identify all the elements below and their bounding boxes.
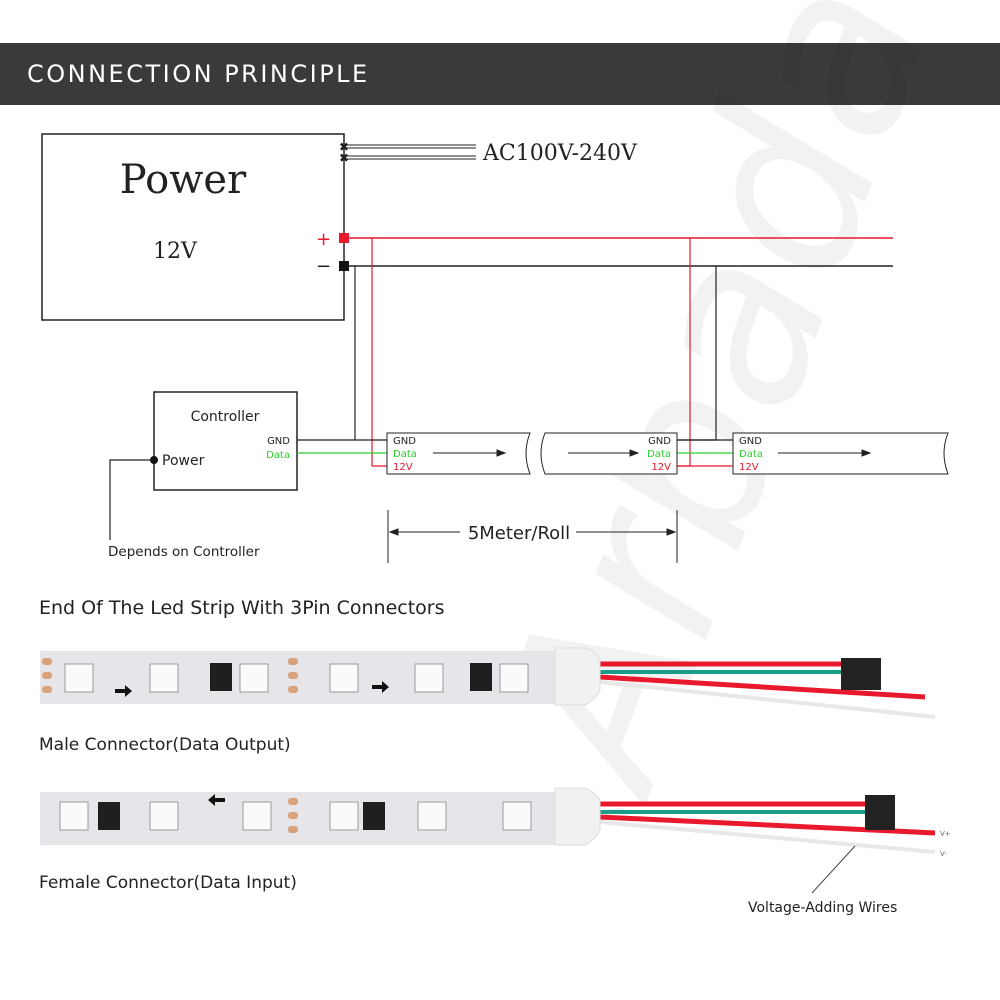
positive-terminal	[339, 233, 349, 243]
section-header: CONNECTION PRINCIPLE	[0, 43, 1000, 105]
strip1-data: Data	[393, 449, 417, 460]
direction-arrows	[433, 449, 872, 457]
ac-voltage-label: AC100V-240V	[482, 141, 638, 166]
voltage-adding-wires-label: Voltage-Adding Wires	[748, 900, 897, 916]
vminus-label: V-	[940, 850, 947, 858]
controller-title: Controller	[191, 409, 260, 425]
minus-sign: −	[316, 256, 331, 277]
strip3-12v: 12V	[739, 462, 759, 473]
power-title: Power	[120, 157, 247, 203]
negative-terminal	[339, 261, 349, 271]
strip2-gnd: GND	[648, 436, 671, 447]
strip1-12v: 12V	[393, 462, 413, 473]
strip1-gnd: GND	[393, 436, 416, 447]
controller-power-wire	[109, 459, 154, 540]
controller-data: Data	[266, 450, 290, 461]
controller-box	[153, 391, 298, 491]
plus-sign: +	[316, 229, 331, 250]
svg-text:✖: ✖	[339, 140, 349, 154]
male-connector-label: Male Connector(Data Output)	[39, 735, 291, 755]
strip2-12v: 12V	[651, 462, 671, 473]
strip2-data: Data	[647, 449, 671, 460]
header-title: CONNECTION PRINCIPLE	[27, 60, 370, 88]
ac-input-wires: ✖ ✖	[339, 140, 476, 165]
controller-power-label: Power	[162, 453, 205, 469]
power-supply-box	[41, 133, 345, 321]
controller-gnd: GND	[267, 436, 290, 447]
section-title: End Of The Led Strip With 3Pin Connector…	[39, 597, 445, 619]
length-dimension	[387, 510, 678, 563]
male-strip-photo	[40, 647, 936, 719]
strip3-gnd: GND	[739, 436, 762, 447]
female-strip-photo	[40, 787, 936, 854]
vplus-label: V+	[940, 830, 951, 838]
wires-pointer-line	[811, 845, 856, 894]
strip3-data: Data	[739, 449, 763, 460]
controller-power-note: Depends on Controller	[108, 544, 260, 560]
length-label: 5Meter/Roll	[468, 523, 570, 544]
female-connector-label: Female Connector(Data Input)	[39, 873, 297, 893]
svg-text:✖: ✖	[339, 151, 349, 165]
power-voltage: 12V	[153, 239, 198, 264]
